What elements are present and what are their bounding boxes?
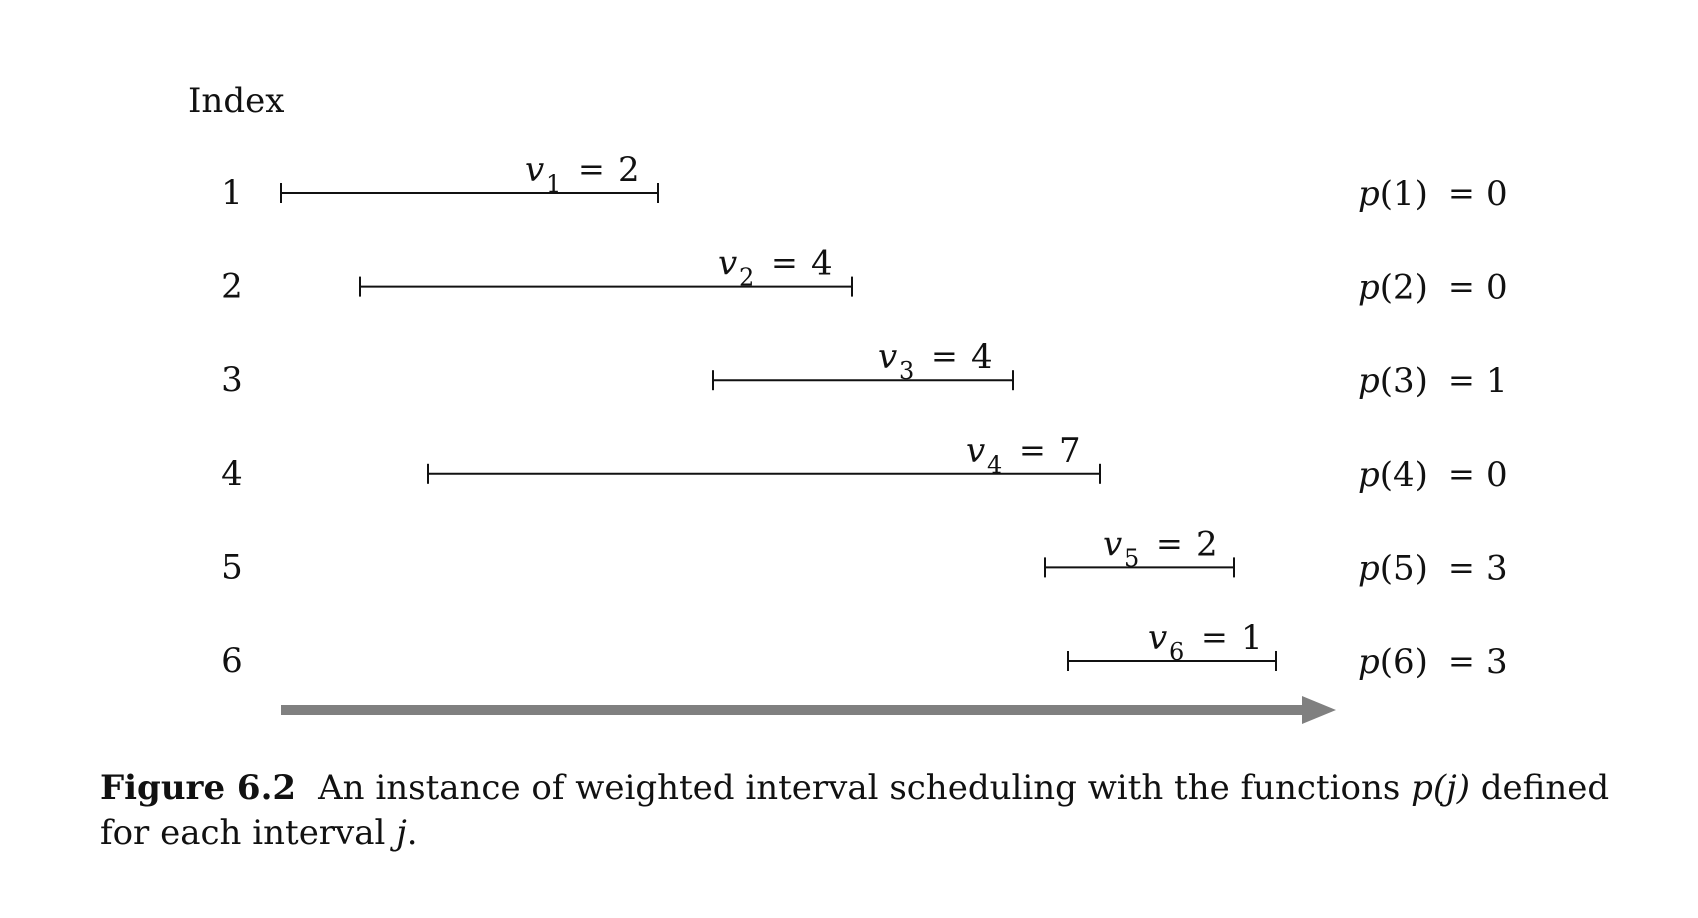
interval-value-subscript: 2 [739, 264, 754, 292]
interval-value-equals: = [578, 150, 605, 188]
figure-caption: Figure 6.2 An instance of weighted interv… [100, 766, 1660, 856]
interval-value-symbol: v [718, 244, 737, 284]
interval-index: 2 [221, 267, 243, 307]
p-function-label: p(6) [1358, 642, 1428, 682]
interval-value: 2 [1196, 524, 1218, 564]
p-function-label: p(1) [1358, 174, 1428, 214]
caption-text-middle: defined for each interval [100, 768, 1610, 853]
p-function-value: 3 [1486, 548, 1508, 588]
interval-value-symbol: v [966, 431, 985, 471]
interval-value-symbol: v [1103, 524, 1122, 564]
p-function-equals: = [1448, 548, 1475, 586]
p-function-value: 3 [1486, 642, 1508, 682]
time-arrow [281, 696, 1336, 724]
index-header: Index [188, 81, 284, 121]
interval-value: 4 [811, 244, 833, 284]
caption-function-name: p(j) [1411, 768, 1470, 808]
interval-value-subscript: 3 [899, 357, 914, 385]
p-function-label: p(3) [1358, 361, 1428, 401]
caption-text-before: An instance of weighted interval schedul… [318, 768, 1412, 808]
p-function-equals: = [1448, 174, 1475, 212]
p-function-label: p(4) [1358, 455, 1428, 495]
interval-value-symbol: v [878, 337, 897, 377]
interval-index: 1 [221, 173, 243, 213]
caption-text-end: . [406, 813, 418, 853]
interval-index: 6 [221, 641, 243, 681]
interval-value-symbol: v [1148, 618, 1167, 658]
interval-value: 2 [618, 150, 640, 190]
interval-value-symbol: v [525, 150, 544, 190]
p-function-value: 1 [1486, 361, 1508, 401]
p-function-label: p(2) [1358, 268, 1428, 308]
p-function-value: 0 [1486, 174, 1508, 214]
caption-label: Figure 6.2 [100, 768, 297, 808]
interval-value: 1 [1241, 618, 1263, 658]
caption-variable: j [396, 813, 407, 853]
p-function-equals: = [1448, 268, 1475, 306]
interval-index: 5 [221, 547, 243, 587]
interval-value-subscript: 5 [1124, 544, 1139, 572]
p-function-value: 0 [1486, 455, 1508, 495]
interval-index: 4 [221, 454, 243, 494]
time-arrow-head [1302, 696, 1336, 724]
interval-value: 7 [1059, 431, 1081, 471]
interval-value-subscript: 6 [1169, 638, 1184, 666]
interval-index: 3 [221, 360, 243, 400]
p-function-label: p(5) [1358, 548, 1428, 588]
interval-value-equals: = [1019, 431, 1046, 469]
interval-value: 4 [971, 337, 993, 377]
interval-value-equals: = [1156, 524, 1183, 562]
interval-value-subscript: 1 [546, 170, 561, 198]
p-function-equals: = [1448, 642, 1475, 680]
p-function-value: 0 [1486, 268, 1508, 308]
interval-value-equals: = [771, 244, 798, 282]
p-function-equals: = [1448, 361, 1475, 399]
interval-value-equals: = [1201, 618, 1228, 656]
interval-value-equals: = [931, 337, 958, 375]
p-function-equals: = [1448, 455, 1475, 493]
interval-value-subscript: 4 [987, 451, 1002, 479]
